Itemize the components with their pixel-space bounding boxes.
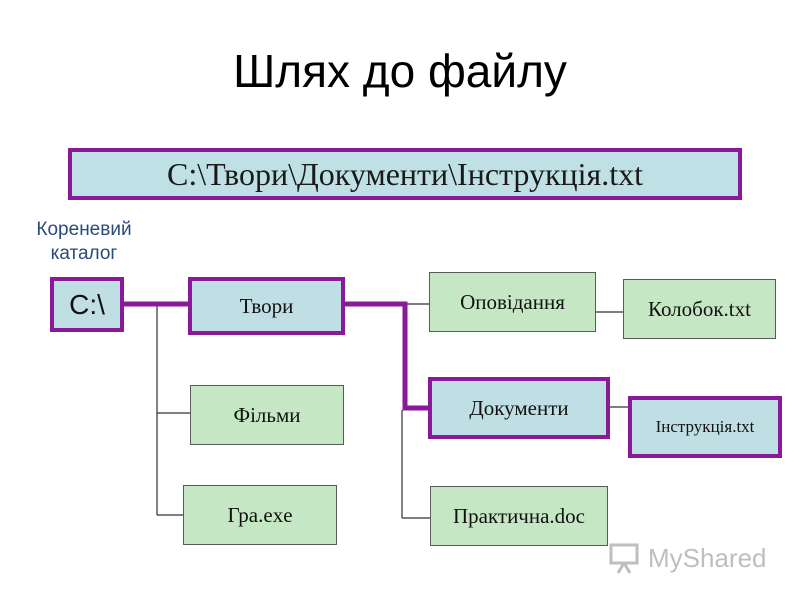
- node-folder-tvory: Твори: [188, 277, 345, 335]
- watermark-brand: MyShared: [648, 542, 767, 573]
- file-path-box: C:\Твори\Документи\Інструкція.txt: [68, 148, 742, 200]
- node-root-drive: C:\: [50, 277, 124, 332]
- node-folder-opovidannia: Оповідання: [429, 272, 596, 332]
- root-directory-label: Кореневий каталог: [36, 219, 132, 264]
- node-file-hra: Гра.exe: [183, 485, 337, 545]
- node-folder-filmy: Фільми: [190, 385, 344, 445]
- node-file-praktychna: Практична.doc: [430, 486, 608, 546]
- watermark: MyShared: [608, 540, 767, 576]
- slide-title: Шлях до файлу: [233, 45, 567, 97]
- node-file-instruktsiia: Інструкція.txt: [628, 396, 782, 458]
- node-file-kolobok: Колобок.txt: [623, 279, 776, 339]
- presentation-board-icon: [609, 543, 639, 574]
- node-folder-dokumenty: Документи: [428, 377, 610, 439]
- highlight-tvory-dokumenty: [343, 301, 430, 411]
